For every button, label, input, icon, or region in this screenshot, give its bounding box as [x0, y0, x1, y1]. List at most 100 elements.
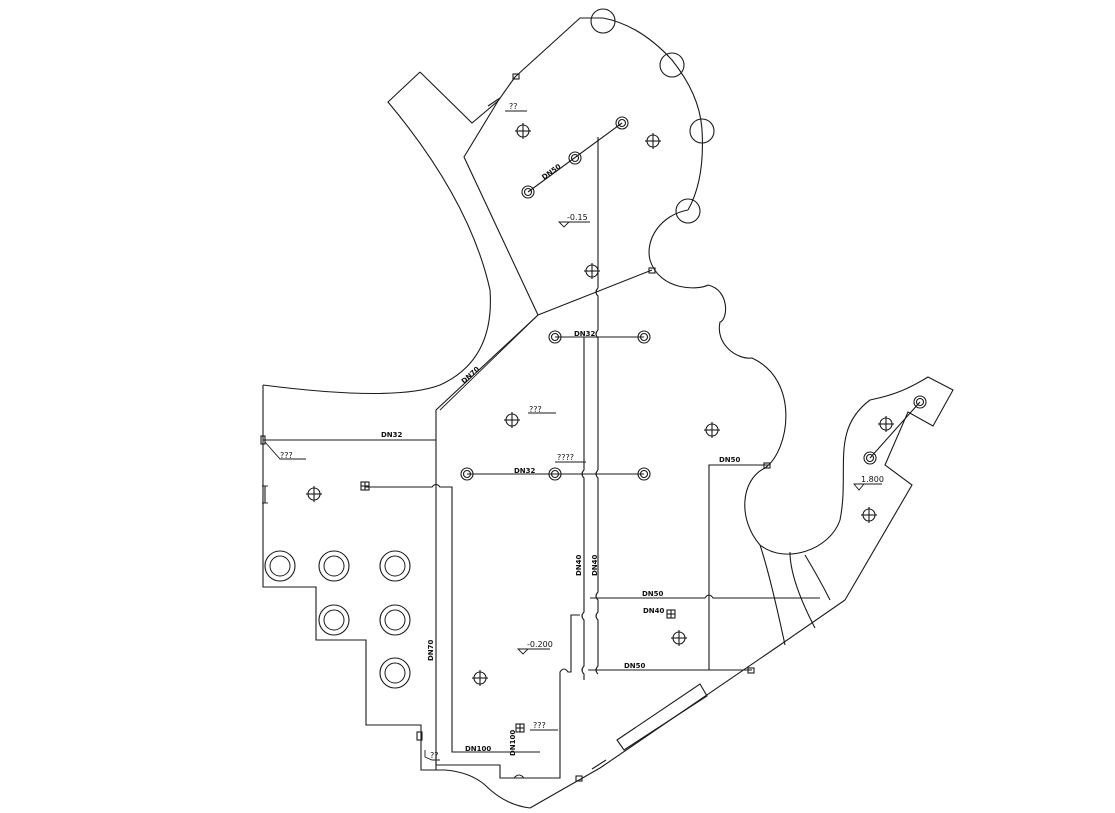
planter-4-inner — [323, 609, 345, 631]
tree-2 — [659, 52, 685, 78]
label-q-3: ???? — [557, 453, 574, 462]
elevation-label-2: -0.200 — [527, 640, 553, 649]
planter-5-inner — [384, 609, 406, 631]
pipe-label-14: DN100 — [509, 730, 517, 756]
right-lobes-edge — [707, 284, 954, 601]
light-icon — [504, 412, 520, 428]
tree-3 — [689, 118, 715, 144]
pipe-label-5: DN32 — [514, 467, 536, 475]
light-icon — [671, 630, 687, 646]
light-icon — [472, 670, 488, 686]
label-q-4: ??? — [280, 451, 293, 460]
pipe-bump — [513, 774, 525, 779]
planter-5 — [379, 604, 411, 636]
drain-pipes — [263, 122, 921, 779]
pipe-label-10: DN40 — [643, 607, 665, 615]
catch-basins — [460, 116, 927, 481]
outlet-5 — [575, 775, 583, 782]
cross-walk-edge — [537, 269, 653, 316]
pipe-label-13: DN100 — [465, 745, 491, 753]
tree-circles — [590, 8, 715, 224]
upper-walk-edge — [463, 100, 539, 316]
bench — [616, 683, 708, 751]
catch-basin — [460, 467, 474, 481]
pipe-label-1: DN50 — [540, 162, 562, 181]
pipe-label-7: DN40 — [575, 554, 583, 576]
pipe-jump-2 — [595, 329, 599, 470]
tree-4 — [675, 198, 701, 224]
tree-1 — [590, 8, 616, 34]
outlet-7 — [416, 731, 423, 741]
pipe-label-8: DN40 — [591, 554, 599, 576]
planters — [264, 550, 411, 689]
central-walk-edge — [435, 314, 539, 770]
elevation-markers — [264, 110, 882, 761]
gate-marker-bottom — [591, 759, 607, 770]
light-fixtures — [306, 123, 894, 686]
planter-3-inner — [384, 555, 406, 577]
planter-4 — [318, 604, 350, 636]
curve-path-c — [804, 554, 831, 601]
outlet-1 — [512, 73, 520, 80]
site-boundary — [262, 17, 954, 809]
label-q-1: ?? — [509, 102, 518, 111]
catch-basin — [615, 116, 629, 130]
elevation-label-3: 1.800 — [861, 475, 884, 484]
upper-arc-edge — [602, 17, 703, 211]
annotations: ?? -0.15 ??? ???? ??? -0.200 1.800 ??? ?… — [280, 102, 884, 760]
pipe-label-3: DN70 — [460, 365, 481, 385]
catch-basin — [863, 451, 877, 465]
walkways — [435, 100, 831, 770]
lower-diagonal-edge — [529, 599, 846, 809]
label-q-5: ??? — [533, 721, 546, 730]
pipe-right-horizontal — [590, 594, 820, 599]
label-q-6: ?? — [430, 751, 439, 760]
pipe-main-right — [595, 469, 599, 675]
catch-basin — [548, 330, 562, 344]
light-icon — [584, 263, 600, 279]
light-icon — [704, 422, 720, 438]
elev-triangle-1 — [557, 221, 571, 228]
light-icon — [861, 507, 877, 523]
pipe-right-vertical — [708, 464, 768, 670]
left-curve-edge — [262, 71, 491, 395]
light-icon — [878, 416, 894, 432]
pipe-far-right — [869, 401, 921, 459]
grate-icon — [515, 723, 525, 733]
planter-1-inner — [269, 555, 291, 577]
planter-1 — [264, 550, 296, 582]
stepped-left-edge — [262, 385, 531, 809]
catch-basin — [548, 467, 562, 481]
elev-triangle-3 — [853, 483, 865, 491]
grate-icon — [666, 609, 676, 619]
pipe-jump-1 — [595, 287, 599, 330]
planter-3 — [379, 550, 411, 582]
planter-6-inner — [384, 662, 406, 684]
light-icon — [645, 133, 661, 149]
planter-6 — [379, 657, 411, 689]
upper-arm-edge — [419, 17, 603, 124]
pipe-inner-loop — [365, 483, 540, 753]
catch-basin — [637, 330, 651, 344]
catch-basin — [913, 395, 927, 409]
catch-basin — [637, 467, 651, 481]
outlet-2 — [648, 267, 656, 274]
pipe-label-2: DN32 — [574, 330, 596, 338]
light-icon — [515, 123, 531, 139]
grate-icon — [360, 481, 370, 491]
curve-path-a — [759, 544, 786, 646]
pipe-bottom-route — [435, 614, 580, 779]
pipe-label-12: DN70 — [427, 639, 435, 661]
outlet-markers — [260, 73, 771, 782]
pipe-label-11: DN50 — [624, 662, 646, 670]
notch-edge — [648, 209, 709, 289]
planter-2 — [318, 550, 350, 582]
pipe-upper-diagonal — [527, 122, 623, 193]
elev-triangle-2 — [516, 648, 530, 655]
curve-path-b — [789, 551, 816, 629]
outlet-4 — [747, 667, 755, 674]
pipe-diagonal-walk — [439, 314, 539, 411]
pipe-label-6: DN50 — [719, 456, 741, 464]
planter-2-inner — [323, 555, 345, 577]
